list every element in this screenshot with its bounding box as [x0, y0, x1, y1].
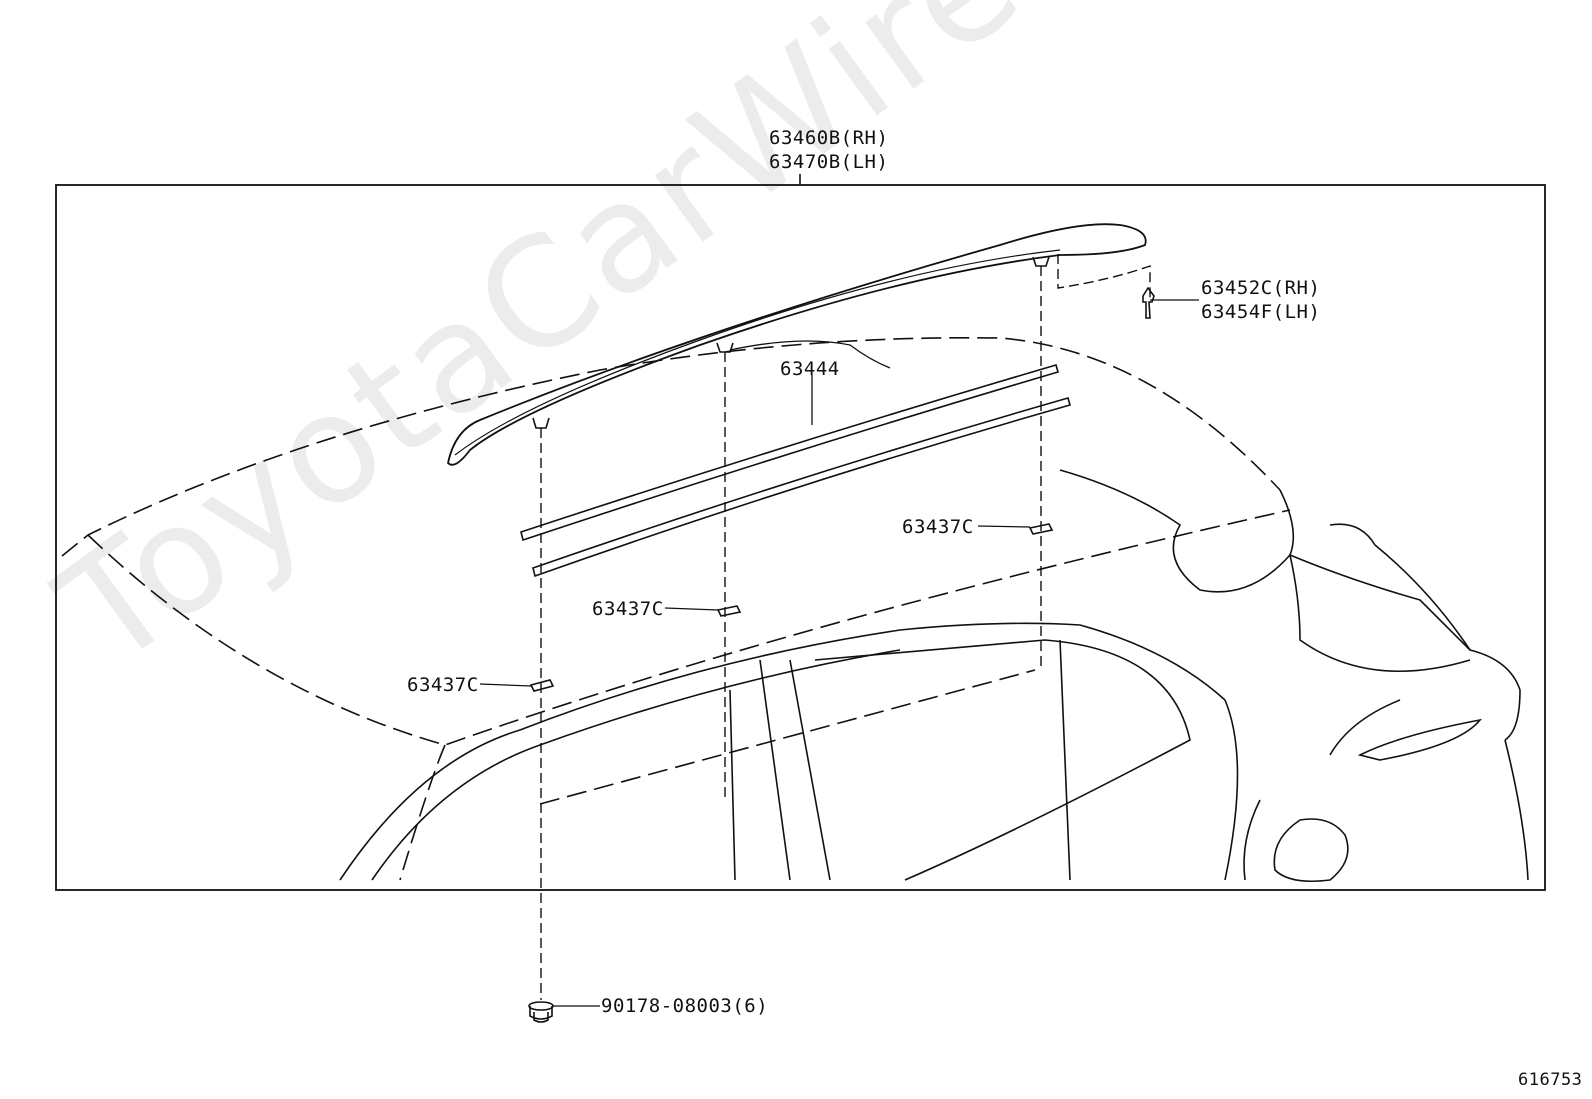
label-nut: 90178-08003(6) [601, 995, 769, 1017]
label-rail-rh: 63460B(RH) [769, 127, 889, 149]
label-clip-437-a: 63437C [902, 516, 974, 538]
moulding-strip-upper [520, 364, 1059, 542]
car-body-lines [339, 469, 1529, 883]
moulding-strip-lower [532, 397, 1071, 578]
label-clip-437-b: 63437C [592, 598, 664, 620]
car-body-outline [61, 336, 1291, 881]
figure-number: 616753 [1518, 1070, 1583, 1090]
clip-63452c-part [1142, 286, 1155, 319]
label-clip-rh: 63452C(RH) [1201, 277, 1321, 299]
label-moulding: 63444 [780, 358, 840, 380]
roof-rail-shape [447, 223, 1147, 466]
nut-part [528, 1001, 554, 1023]
label-clip-437-c: 63437C [407, 674, 479, 696]
label-clip-lh: 63454F(LH) [1201, 301, 1321, 323]
diagram-frame [55, 184, 1546, 891]
label-rail-lh: 63470B(LH) [769, 151, 889, 173]
clip-63437c-parts [529, 523, 1054, 692]
